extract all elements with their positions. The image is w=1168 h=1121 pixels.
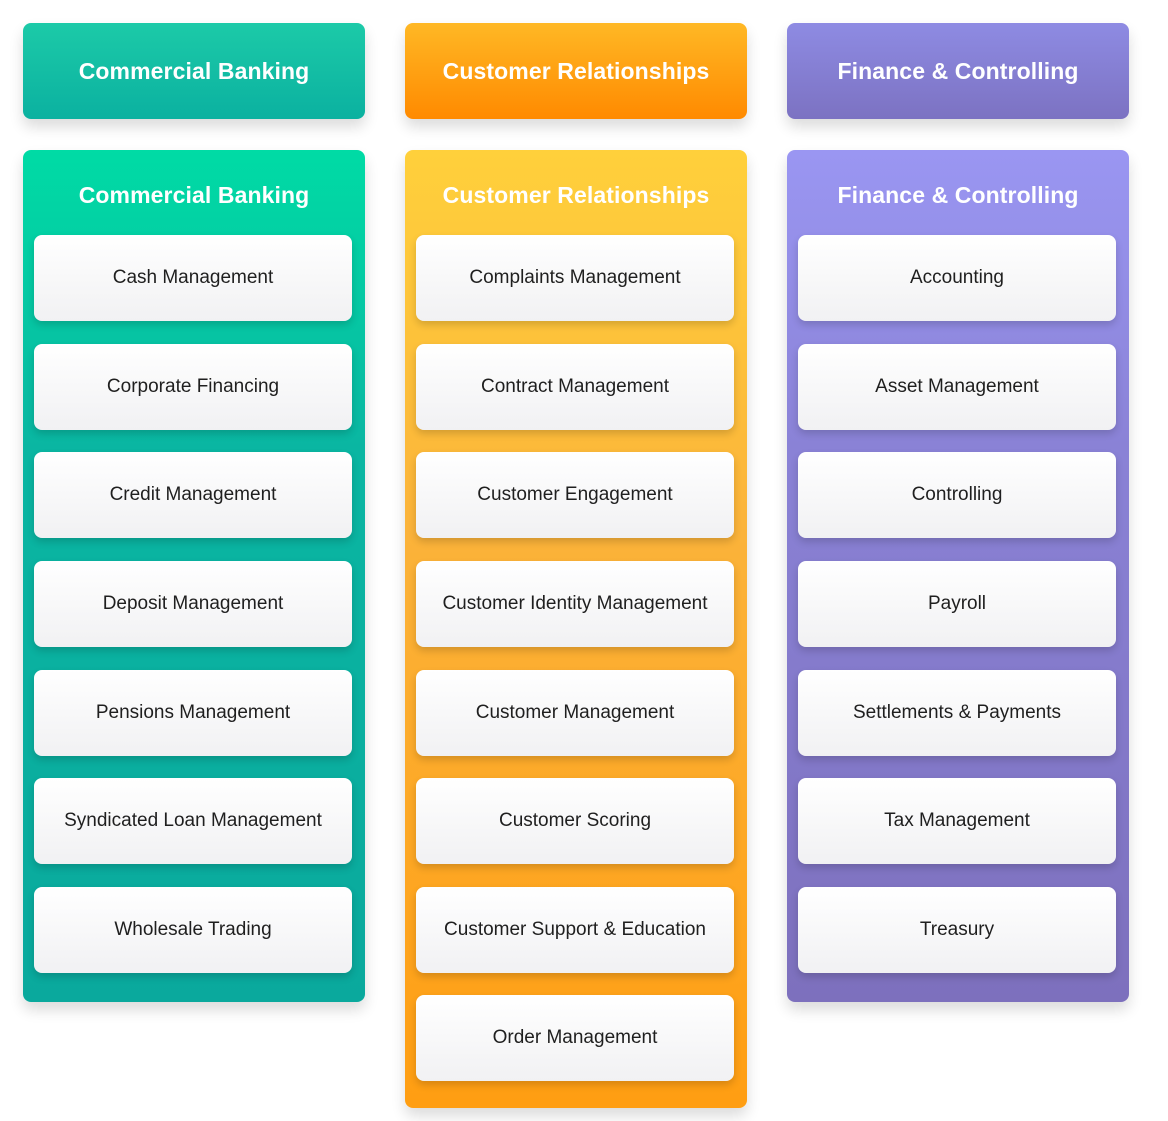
capability-card[interactable]: Settlements & Payments [798,670,1116,756]
column-panel: Commercial Banking Cash Management Corpo… [23,150,365,1002]
capability-card[interactable]: Customer Management [416,670,734,756]
capability-card[interactable]: Accounting [798,235,1116,321]
column-panel: Finance & Controlling Accounting Asset M… [787,150,1129,1002]
capability-card[interactable]: Syndicated Loan Management [34,778,352,864]
capability-card[interactable]: Treasury [798,887,1116,973]
capability-card[interactable]: Corporate Financing [34,344,352,430]
capability-card[interactable]: Complaints Management [416,235,734,321]
capability-card[interactable]: Deposit Management [34,561,352,647]
column-header: Commercial Banking [23,23,365,119]
panel-title: Finance & Controlling [837,181,1079,208]
panel-title: Commercial Banking [78,181,310,208]
capability-card[interactable]: Customer Identity Management [416,561,734,647]
capability-card[interactable]: Order Management [416,995,734,1081]
column-header: Customer Relationships [405,23,747,119]
capability-card[interactable]: Wholesale Trading [34,887,352,973]
capability-card[interactable]: Tax Management [798,778,1116,864]
capability-card[interactable]: Cash Management [34,235,352,321]
capability-card[interactable]: Controlling [798,452,1116,538]
capability-card[interactable]: Customer Support & Education [416,887,734,973]
capability-card[interactable]: Credit Management [34,452,352,538]
capability-card[interactable]: Asset Management [798,344,1116,430]
panel-title: Customer Relationships [442,181,710,208]
capability-card[interactable]: Customer Engagement [416,452,734,538]
column-header: Finance & Controlling [787,23,1129,119]
capability-card[interactable]: Contract Management [416,344,734,430]
column-panel: Customer Relationships Complaints Manage… [405,150,747,1108]
capability-card[interactable]: Payroll [798,561,1116,647]
capability-card[interactable]: Pensions Management [34,670,352,756]
capability-card[interactable]: Customer Scoring [416,778,734,864]
